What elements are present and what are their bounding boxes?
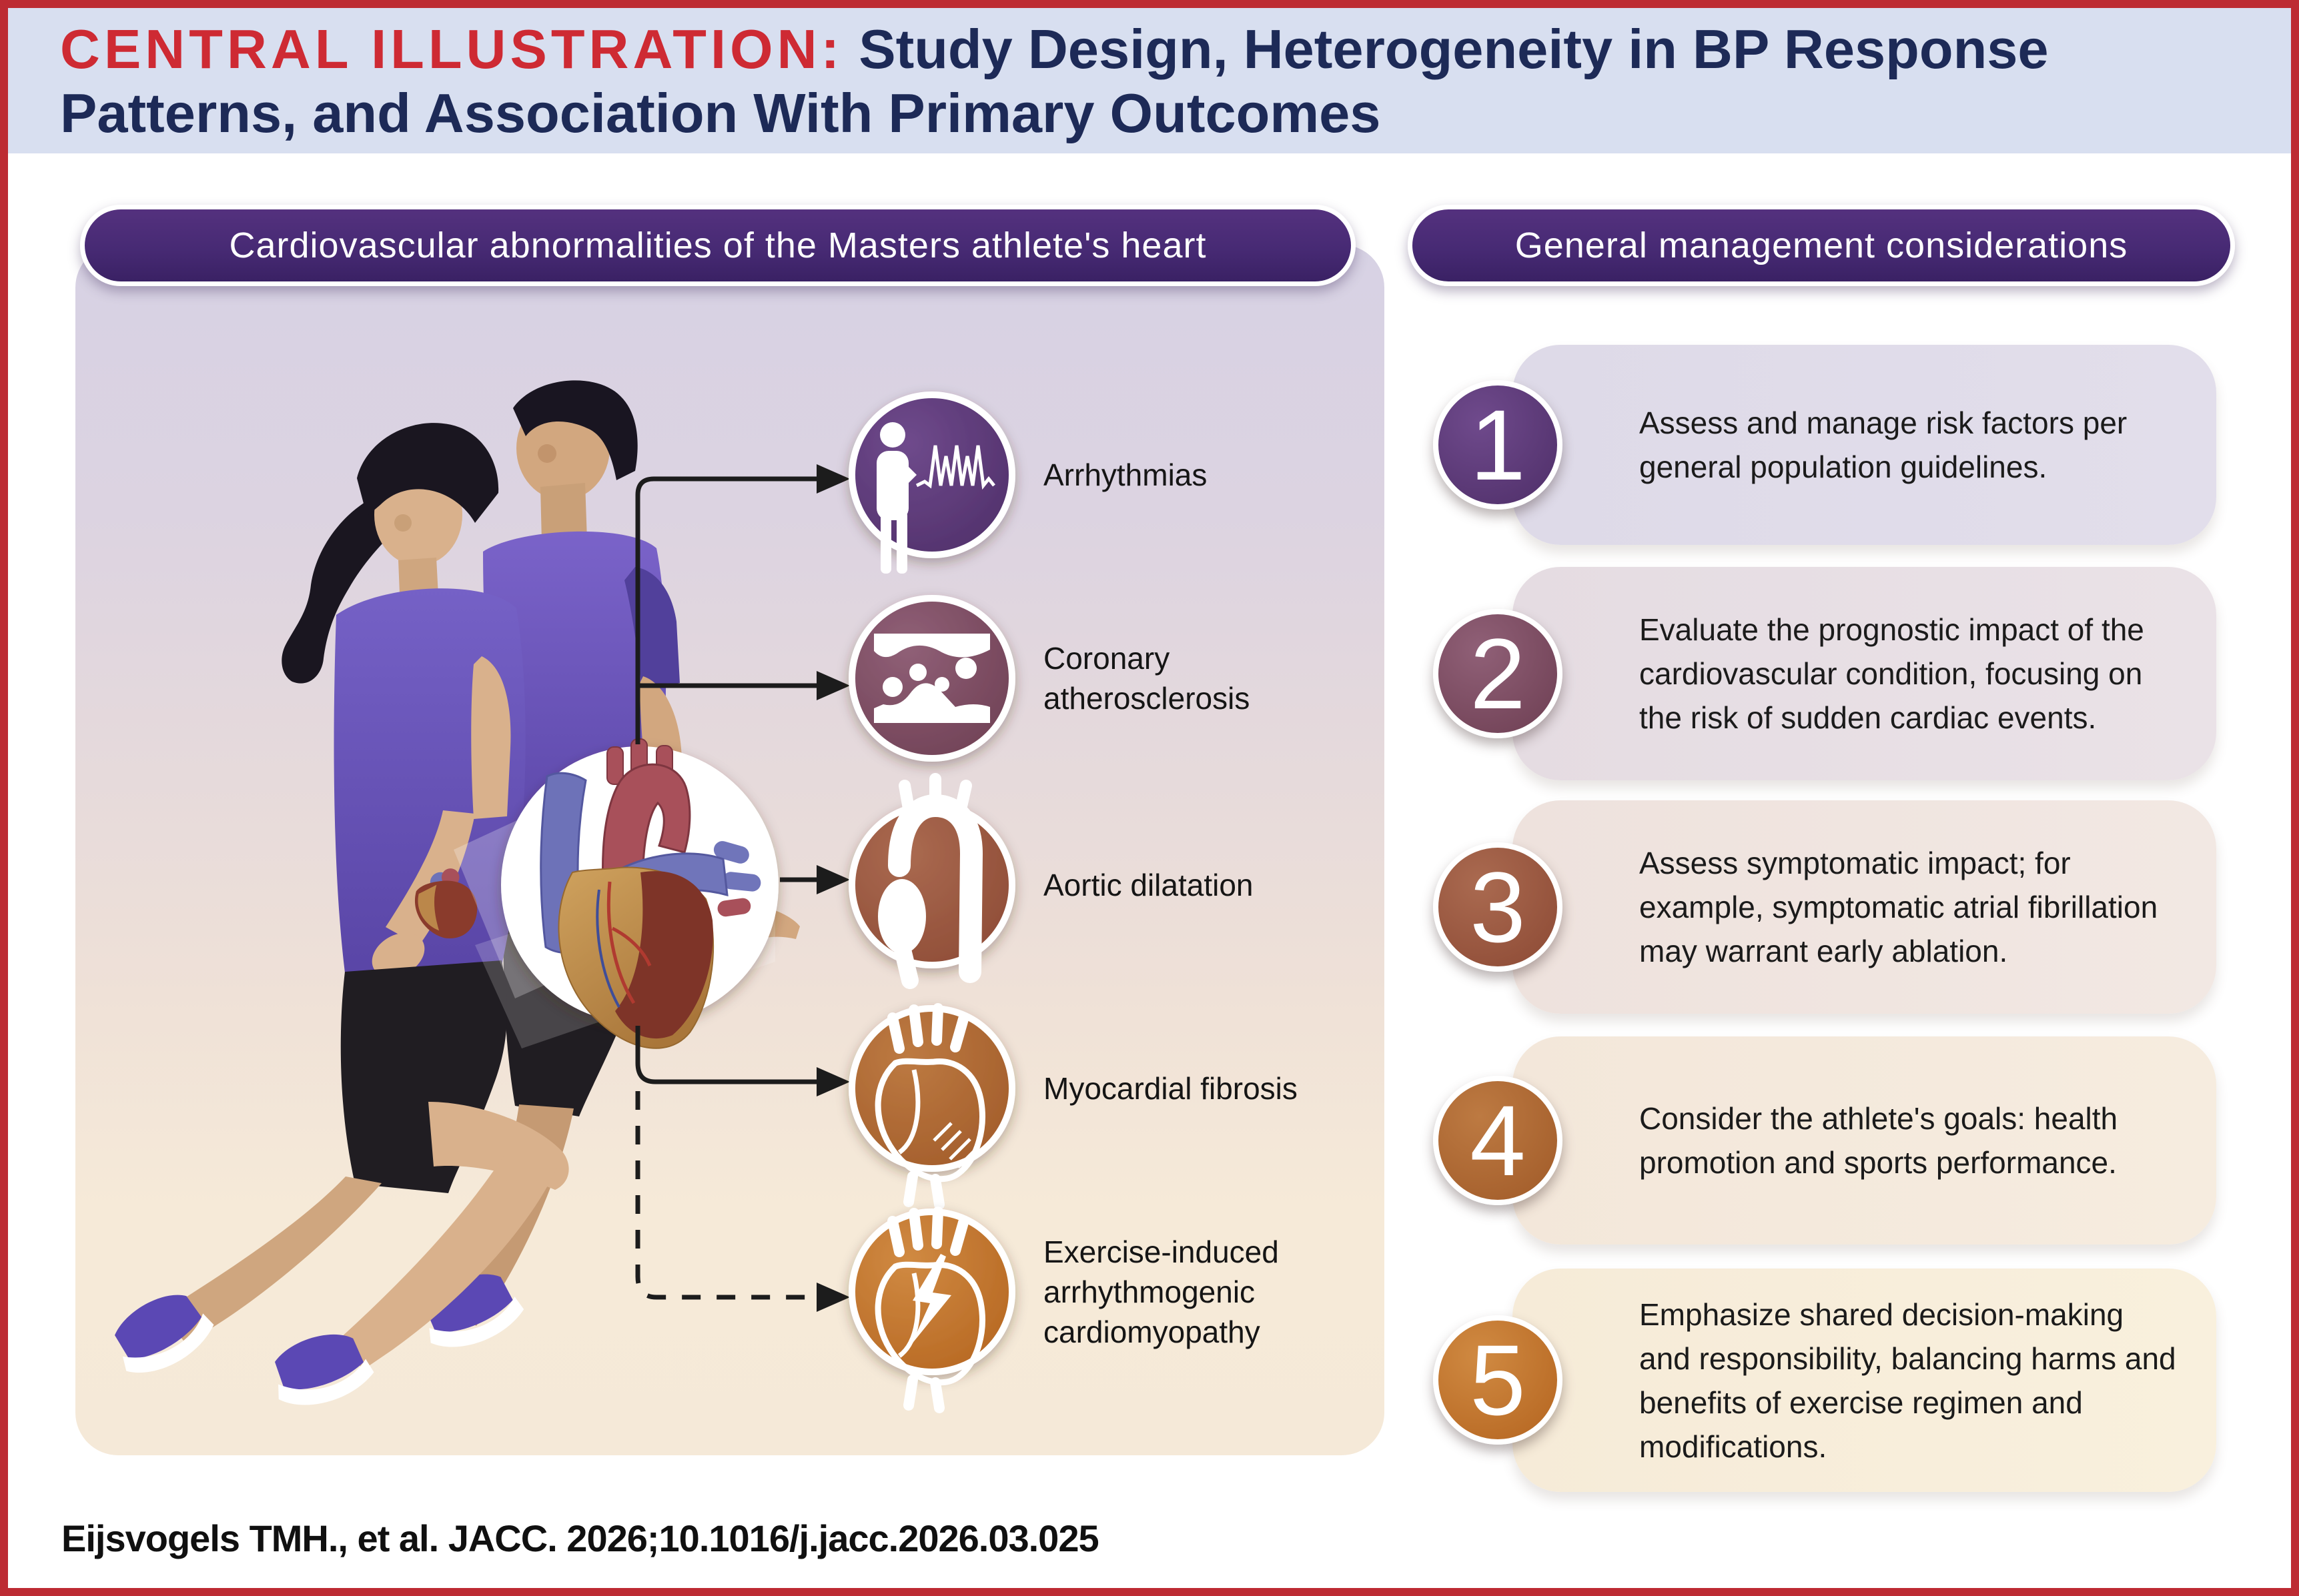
management-card-text: Emphasize shared decision-making and res… (1639, 1297, 2176, 1464)
management-card: Consider the athlete's goals: health pro… (1512, 1036, 2216, 1245)
illustration-canvas (115, 380, 1015, 1413)
heart-lightning-icon (849, 1207, 1015, 1413)
label-coronary-atherosclerosis: Coronary atherosclerosis (1043, 641, 1250, 716)
step-number-badge: 5 (1433, 1315, 1562, 1445)
woman-back-shoe (115, 1295, 214, 1373)
aorta-icon (849, 773, 1015, 989)
management-card: Assess symptomatic impact; for example, … (1512, 800, 2216, 1014)
management-card-text: Assess symptomatic impact; for example, … (1639, 846, 2158, 968)
magnified-heart (501, 738, 779, 1049)
management-card-text: Evaluate the prognostic impact of the ca… (1639, 612, 2144, 735)
step-number-badge: 2 (1433, 609, 1562, 738)
management-card-text: Assess and manage risk factors per gener… (1639, 406, 2128, 484)
connector-arrowheads (817, 464, 850, 1312)
label-exercise-induced-acm: Exercise-induced arrhythmogenic cardiomy… (1043, 1235, 1279, 1349)
label-myocardial-fibrosis: Myocardial fibrosis (1043, 1071, 1298, 1106)
left-panel-title-text: Cardiovascular abnormalities of the Mast… (229, 225, 1207, 265)
artery-plaque-icon (849, 595, 1015, 762)
right-panel-title: General management considerations (1408, 205, 2235, 286)
figure-title-label: CENTRAL ILLUSTRATION: (60, 18, 844, 80)
right-panel-title-text: General management considerations (1514, 225, 2128, 265)
management-card: Evaluate the prognostic impact of the ca… (1512, 567, 2216, 780)
step-number-badge: 3 (1433, 842, 1562, 972)
management-card: Assess and manage risk factors per gener… (1512, 345, 2216, 545)
figure-title: CENTRAL ILLUSTRATION: Study Design, Hete… (60, 17, 2268, 145)
runner-woman (115, 423, 569, 1405)
management-card-text: Consider the athlete's goals: health pro… (1639, 1101, 2118, 1180)
figure-header-band: CENTRAL ILLUSTRATION: Study Design, Hete… (8, 8, 2291, 153)
heart-cross-section-icon (849, 1003, 1015, 1210)
arrhythmias-person-ecg-icon (849, 391, 1015, 574)
woman-front-shoe (275, 1334, 374, 1405)
figure-title-text: Study Design, Heterogeneity in BP Respon… (60, 18, 2049, 144)
woman-chest-heart (414, 868, 478, 939)
citation: Eijsvogels TMH., et al. JACC. 2026;10.10… (61, 1517, 1099, 1559)
connector-lines (635, 476, 822, 1300)
label-arrhythmias: Arrhythmias (1043, 458, 1208, 492)
left-panel-title: Cardiovascular abnormalities of the Mast… (80, 205, 1356, 286)
step-number-badge: 1 (1433, 380, 1562, 510)
label-aortic-dilatation: Aortic dilatation (1043, 868, 1254, 902)
step-number-badge: 4 (1433, 1076, 1562, 1205)
management-card: Emphasize shared decision-making and res… (1512, 1269, 2216, 1492)
